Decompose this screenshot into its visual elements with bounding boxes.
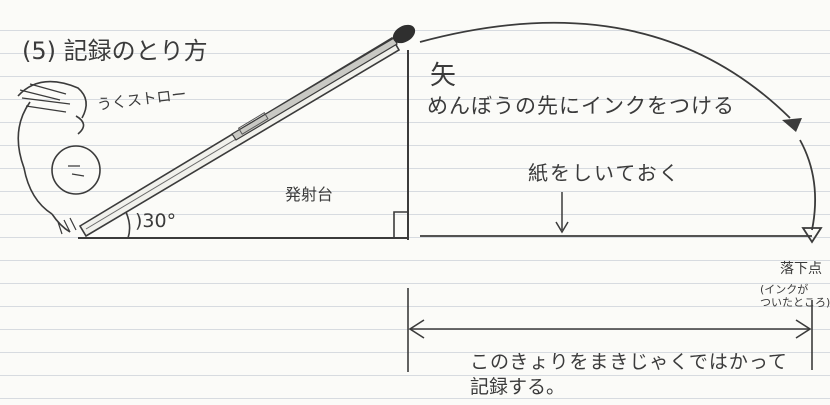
drop-point-label: 落下点: [780, 261, 822, 277]
fall-path: [799, 139, 817, 231]
straw-marking: [237, 112, 269, 135]
fall-arrowhead: [801, 227, 823, 244]
distance-arrow-right: [795, 319, 812, 339]
drop-note-line-1: (インクが: [760, 283, 809, 296]
drop-note-line-2: ついたところ): [760, 295, 830, 309]
cotton-swab-tip: [392, 24, 416, 44]
distance-arrow-left: [408, 319, 425, 339]
launcher-label: 発射台: [285, 185, 334, 204]
arrow-shaft: [231, 37, 398, 141]
right-angle-mark: [393, 211, 408, 238]
person-figure: [17, 80, 101, 235]
paper-pointer-head: [555, 221, 569, 234]
flight-arrowhead: [782, 118, 802, 132]
paper-note: 紙をしいておく: [528, 161, 681, 185]
record-note-line-2: 記録する。: [470, 376, 566, 398]
arrow-label: 矢: [430, 61, 457, 91]
record-note-line-1: このきょりをまきじゃくではかって: [470, 351, 788, 373]
flight-path: [419, 21, 791, 119]
angle-arc: [125, 211, 131, 239]
drop-point-note: (インクが ついたところ): [760, 283, 830, 309]
section-title: (5) 記録のとり方: [22, 37, 208, 65]
angle-label: )30°: [135, 210, 177, 232]
ink-note: めんぼうの先にインクをつける: [427, 94, 735, 118]
